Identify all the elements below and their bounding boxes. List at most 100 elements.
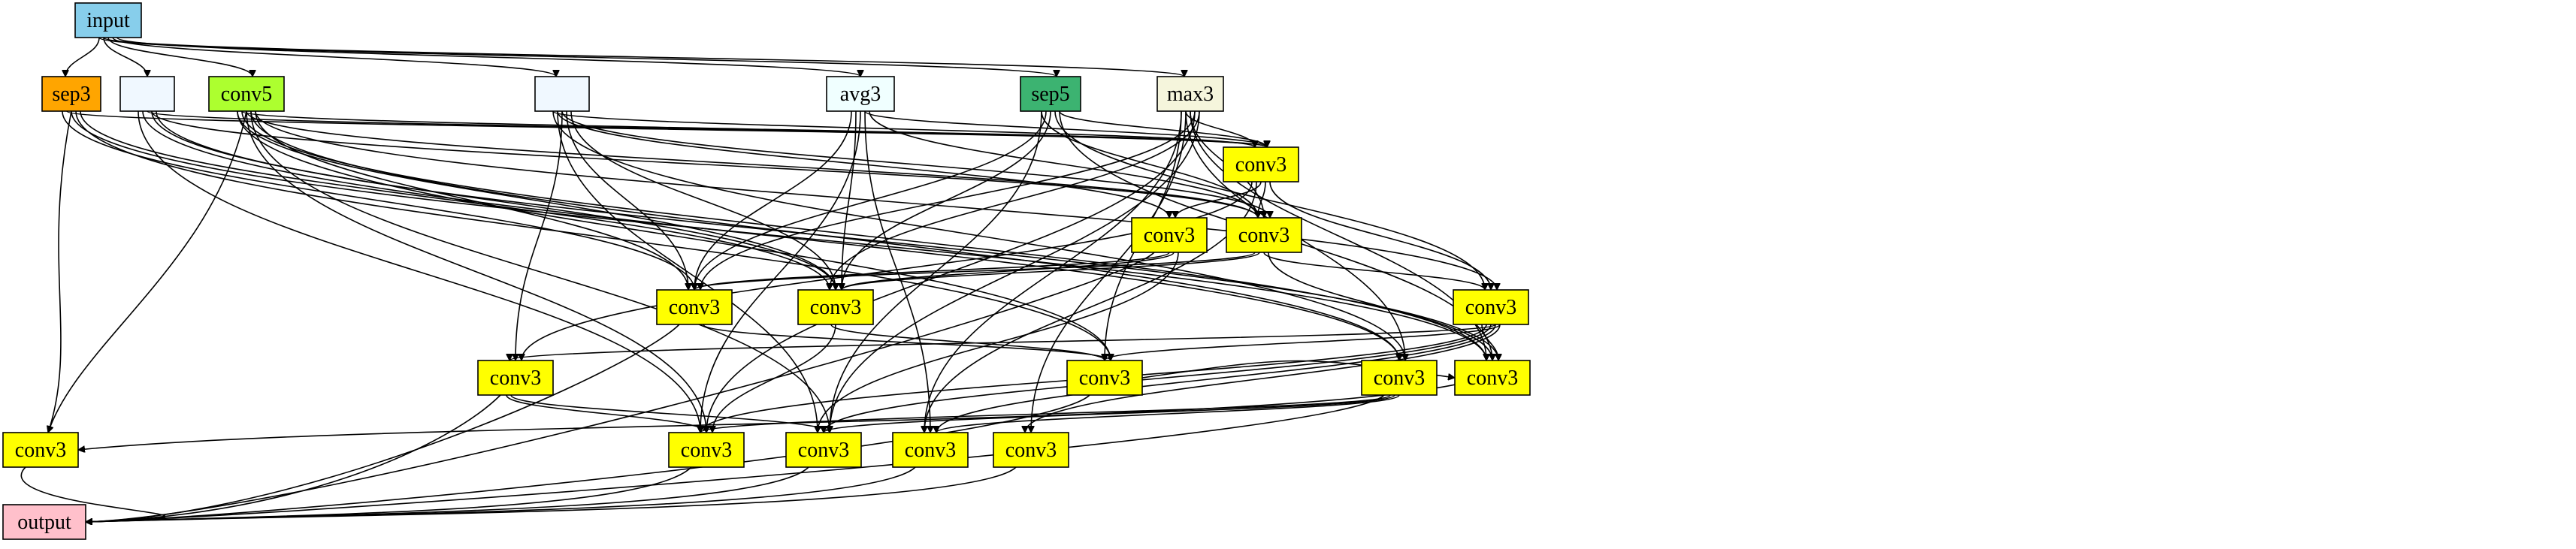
edge-avg3-to-c13: [864, 110, 930, 433]
edge-c10-to-c14: [78, 384, 1456, 450]
edge-c9-to-c13: [936, 394, 1400, 433]
edge-blank1-to-c3: [151, 110, 1258, 219]
node-c6: conv3: [1453, 289, 1529, 325]
edge-blank1-to-c11: [138, 110, 700, 433]
edge-c1-to-c3: [1258, 181, 1266, 218]
node-label-avg3: avg3: [840, 83, 881, 106]
node-label-input: input: [86, 9, 130, 32]
edge-c4-to-output: [86, 324, 680, 522]
edge-sep3-to-c4: [62, 110, 694, 290]
node-box-blank2: [534, 76, 590, 112]
edge-max3-to-c13: [924, 110, 1182, 433]
edge-sep3-to-c5: [80, 110, 830, 290]
edge-conv5-to-c11: [246, 110, 706, 433]
node-label-sep5: sep5: [1031, 83, 1069, 106]
edge-c2-to-output: [86, 252, 1155, 522]
node-box-c3: [1226, 217, 1302, 253]
edge-c6-to-c10: [1481, 324, 1498, 361]
node-c5: conv3: [797, 289, 874, 325]
node-c8: conv3: [1066, 360, 1143, 396]
edge-avg3-to-c3: [869, 110, 1258, 219]
node-box-c5: [797, 289, 874, 325]
edge-conv5-to-c12: [250, 110, 830, 433]
node-label-c12: conv3: [798, 439, 849, 462]
node-c13: conv3: [892, 432, 969, 468]
node-c9: conv3: [1361, 360, 1438, 396]
edge-input-to-conv5: [107, 37, 252, 77]
node-label-c6: conv3: [1465, 296, 1516, 319]
node-box-c1: [1223, 146, 1299, 182]
node-box-c2: [1131, 217, 1208, 253]
node-c11: conv3: [668, 432, 745, 468]
node-c10: conv3: [1454, 360, 1531, 396]
edge-conv5-to-c6: [255, 110, 1497, 290]
edge-blank1-to-c9: [142, 110, 1399, 360]
node-box-blank1: [119, 76, 175, 112]
edge-c6-to-c12: [824, 324, 1492, 433]
node-label-c10: conv3: [1467, 367, 1518, 390]
node-sep3: sep3: [41, 76, 101, 112]
node-label-c5: conv3: [810, 296, 861, 319]
edge-c9-to-output: [86, 394, 1385, 522]
node-box-c13: [892, 432, 969, 468]
node-box-conv5: [208, 76, 285, 112]
edge-blank2-to-c9: [552, 110, 1405, 360]
edge-sep3-to-c10: [71, 110, 1486, 360]
node-box-c11: [668, 432, 745, 468]
node-box-c9: [1361, 360, 1438, 396]
node-box-sep5: [1020, 76, 1081, 112]
edge-blank1-to-c1: [147, 110, 1267, 148]
edge-c7-to-c11: [506, 394, 706, 433]
node-blank2: [534, 76, 590, 112]
node-label-c14: conv3: [15, 439, 66, 462]
node-label-c3: conv3: [1238, 224, 1290, 247]
edge-c1-to-c2: [1175, 181, 1262, 219]
node-label-c7: conv3: [490, 367, 541, 390]
edge-blank2-to-c7: [516, 110, 563, 360]
node-label-c8: conv3: [1079, 367, 1130, 390]
edge-c2-to-c5: [842, 252, 1175, 291]
node-box-max3: [1156, 76, 1224, 112]
edge-conv5-to-c9: [250, 110, 1399, 360]
edge-c3-to-c4: [694, 252, 1256, 291]
nodes: input sep3 conv5 avg3 sep5 max3 conv3 conv3 conv…: [2, 2, 1531, 540]
node-sep5: sep5: [1020, 76, 1081, 112]
edge-input-to-max3: [103, 37, 1184, 77]
edge-conv5-to-c5: [237, 110, 836, 290]
edge-sep5-to-c1: [1059, 110, 1267, 148]
node-box-c7: [477, 360, 554, 396]
edge-conv5-to-c8: [237, 110, 1111, 360]
edge-avg3-to-c4: [694, 110, 852, 290]
edge-sep5-to-c4: [694, 110, 1047, 290]
node-label-c13: conv3: [905, 439, 956, 462]
node-box-c15: [993, 432, 1069, 468]
node-box-input: [74, 2, 142, 38]
node-box-c14: [2, 432, 79, 468]
edge-avg3-to-c11: [700, 110, 861, 433]
node-input: input: [74, 2, 142, 38]
node-c4: conv3: [656, 289, 733, 325]
edge-c7-to-output: [86, 394, 501, 522]
edge-conv5-to-c4: [255, 110, 688, 290]
edge-sep5-to-c3: [1041, 110, 1258, 218]
node-max3: max3: [1156, 76, 1224, 112]
edge-input-to-avg3: [116, 37, 860, 77]
node-label-conv5: conv5: [221, 83, 272, 106]
edge-c13-to-output: [86, 466, 916, 522]
node-c12: conv3: [785, 432, 862, 468]
node-c2: conv3: [1131, 217, 1208, 253]
node-label-output: output: [17, 511, 71, 534]
node-label-c9: conv3: [1374, 367, 1425, 390]
edge-c9-to-c12: [824, 394, 1395, 433]
node-label-c11: conv3: [681, 439, 732, 462]
node-c3: conv3: [1226, 217, 1302, 253]
edge-sep5-to-c6: [1054, 110, 1485, 290]
edge-c3-to-c10: [1268, 252, 1492, 360]
edge-conv5-to-c14: [48, 110, 247, 433]
node-label-c2: conv3: [1144, 224, 1195, 247]
node-box-c12: [785, 432, 862, 468]
edge-max3-to-c15: [1031, 110, 1187, 433]
node-box-sep3: [41, 76, 101, 112]
node-conv5: conv5: [208, 76, 285, 112]
